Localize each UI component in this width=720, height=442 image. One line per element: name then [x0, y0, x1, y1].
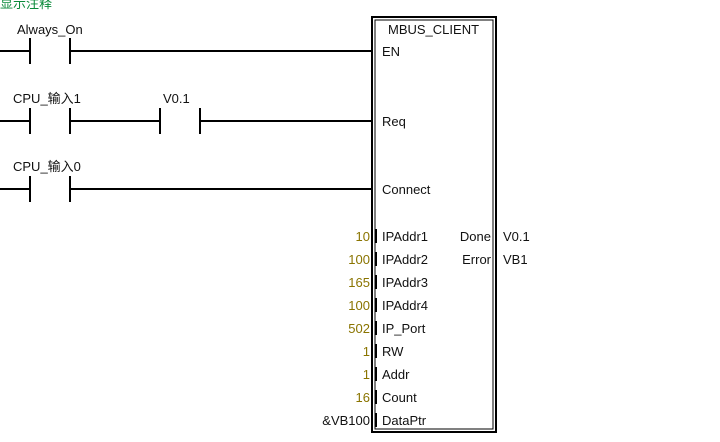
value-addr[interactable]: 1	[362, 367, 370, 382]
pin-en: EN	[382, 44, 401, 59]
rung-connect[interactable]	[0, 176, 374, 202]
value-ipaddr2[interactable]: 100	[348, 252, 370, 267]
pin-done: Done	[459, 229, 491, 244]
rung-req[interactable]	[0, 108, 374, 134]
pin-connect: Connect	[382, 182, 431, 197]
contact-label-cpu-in1: CPU_输入1	[13, 91, 81, 106]
pin-error: Error	[462, 252, 491, 267]
value-count[interactable]: 16	[355, 390, 370, 405]
pin-ipaddr3: IPAddr3	[382, 275, 429, 290]
pin-dataptr: DataPtr	[382, 413, 427, 428]
pin-ipaddr2: IPAddr2	[382, 252, 429, 267]
pin-req: Req	[382, 114, 406, 129]
pin-ip-port: IP_Port	[382, 321, 426, 336]
contact-label-v01: V0.1	[163, 91, 190, 106]
pin-count: Count	[382, 390, 417, 405]
pin-addr: Addr	[382, 367, 410, 382]
value-ipaddr1[interactable]: 10	[355, 229, 370, 244]
contact-label-always-on: Always_On	[17, 22, 83, 37]
rung-always-on[interactable]	[0, 38, 374, 64]
pin-ipaddr1: IPAddr1	[382, 229, 429, 244]
value-done[interactable]: V0.1	[503, 229, 530, 244]
network-comment: 显示注释	[0, 0, 53, 11]
pin-rw: RW	[382, 344, 404, 359]
value-ip-port[interactable]: 502	[348, 321, 370, 336]
value-ipaddr3[interactable]: 165	[348, 275, 370, 290]
mbus-client-block[interactable]	[371, 16, 497, 433]
value-dataptr[interactable]: &VB100	[322, 413, 370, 428]
block-title: MBUS_CLIENT	[388, 22, 480, 37]
value-error[interactable]: VB1	[503, 252, 528, 267]
value-rw[interactable]: 1	[362, 344, 370, 359]
value-ipaddr4[interactable]: 100	[348, 298, 370, 313]
contact-label-cpu-in0: CPU_输入0	[13, 159, 81, 174]
pin-ipaddr4: IPAddr4	[382, 298, 429, 313]
